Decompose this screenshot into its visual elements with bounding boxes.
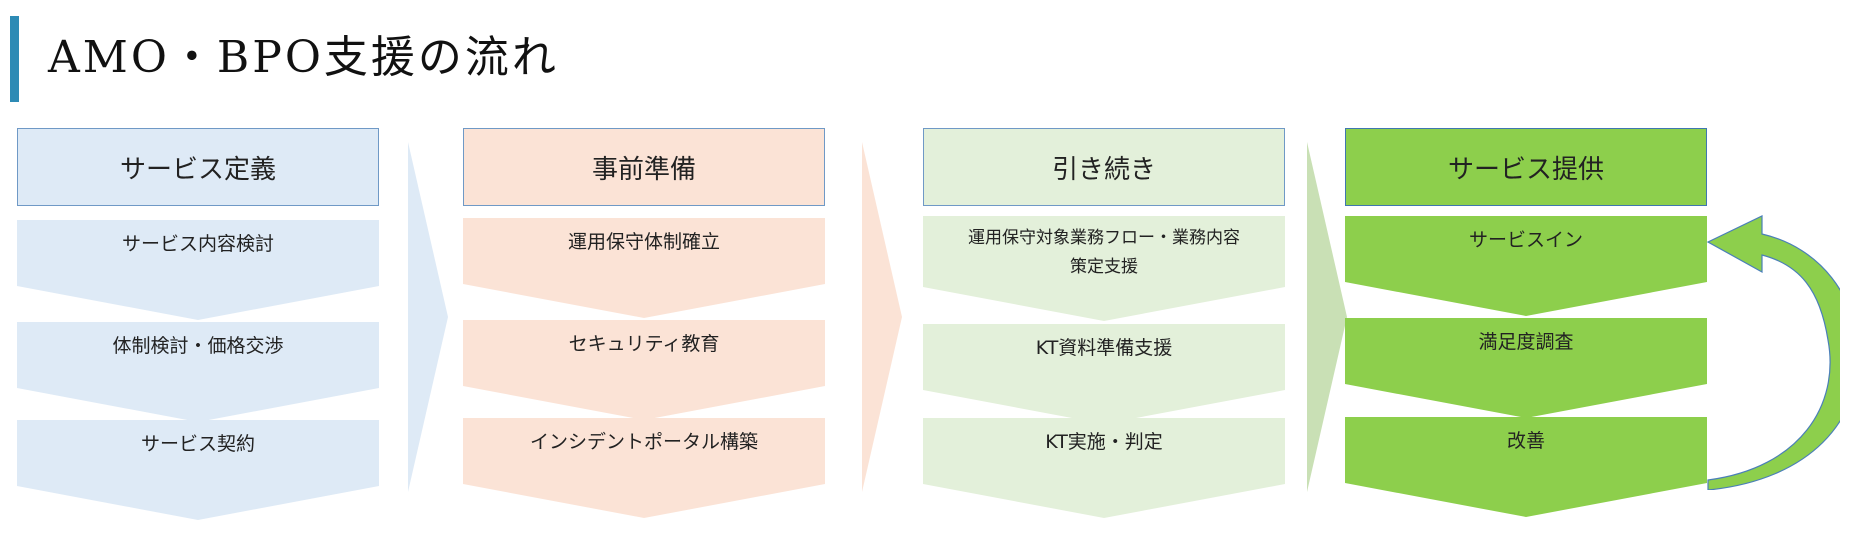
phase-header: 引き続き xyxy=(923,128,1285,206)
step-label: KT実施・判定 xyxy=(1045,431,1163,453)
step-label: 満足度調査 xyxy=(1478,331,1574,353)
step-label: KT資料準備支援 xyxy=(1035,337,1173,359)
process-step: KT実施・判定 xyxy=(923,418,1285,518)
step-chevron-shape xyxy=(1345,318,1707,418)
step-label: 運用保守対象業務フロー・業務内容 策定支援 xyxy=(968,228,1240,277)
step-chevron-shape xyxy=(923,324,1285,424)
process-step: 体制検討・価格交渉 xyxy=(17,322,379,422)
phase-header: サービス定義 xyxy=(17,128,379,206)
step-label: 改善 xyxy=(1506,430,1545,452)
step-label: 体制検討・価格交渉 xyxy=(112,335,284,357)
phase-arrow xyxy=(408,142,448,492)
step-label: セキュリティ教育 xyxy=(568,333,720,355)
process-step: サービスイン xyxy=(1345,216,1707,316)
step-chevron-shape xyxy=(463,320,825,420)
process-step: KT資料準備支援 xyxy=(923,324,1285,424)
phase-header: 事前準備 xyxy=(463,128,825,206)
phase-header: サービス提供 xyxy=(1345,128,1707,206)
step-chevron-shape xyxy=(463,418,825,518)
step-label: サービス契約 xyxy=(140,433,255,455)
step-chevron-shape xyxy=(923,418,1285,518)
process-step: セキュリティ教育 xyxy=(463,320,825,420)
step-chevron-shape xyxy=(17,322,379,422)
page-title: AMO・BPO支援の流れ xyxy=(48,32,559,83)
phase-arrow xyxy=(862,142,902,492)
step-label: インシデントポータル構築 xyxy=(529,431,758,453)
process-step: 改善 xyxy=(1345,417,1707,517)
step-chevron-shape xyxy=(1345,216,1707,316)
process-step: サービス契約 xyxy=(17,420,379,520)
phase-arrow xyxy=(1307,142,1347,492)
step-label: 運用保守体制確立 xyxy=(567,231,720,253)
step-chevron-shape xyxy=(17,220,379,320)
step-chevron-shape xyxy=(1345,417,1707,517)
step-label: サービスイン xyxy=(1468,229,1583,251)
step-chevron-shape xyxy=(463,218,825,318)
process-step: 運用保守対象業務フロー・業務内容 策定支援 xyxy=(923,216,1285,321)
title-accent-bar xyxy=(10,16,19,102)
step-chevron-shape xyxy=(17,420,379,520)
process-step: 満足度調査 xyxy=(1345,318,1707,418)
step-chevron-shape xyxy=(923,216,1285,321)
process-step: インシデントポータル構築 xyxy=(463,418,825,518)
process-step: 運用保守体制確立 xyxy=(463,218,825,318)
process-step: サービス内容検討 xyxy=(17,220,379,320)
step-label: サービス内容検討 xyxy=(121,233,274,255)
loop-back-arrow xyxy=(1706,215,1840,490)
